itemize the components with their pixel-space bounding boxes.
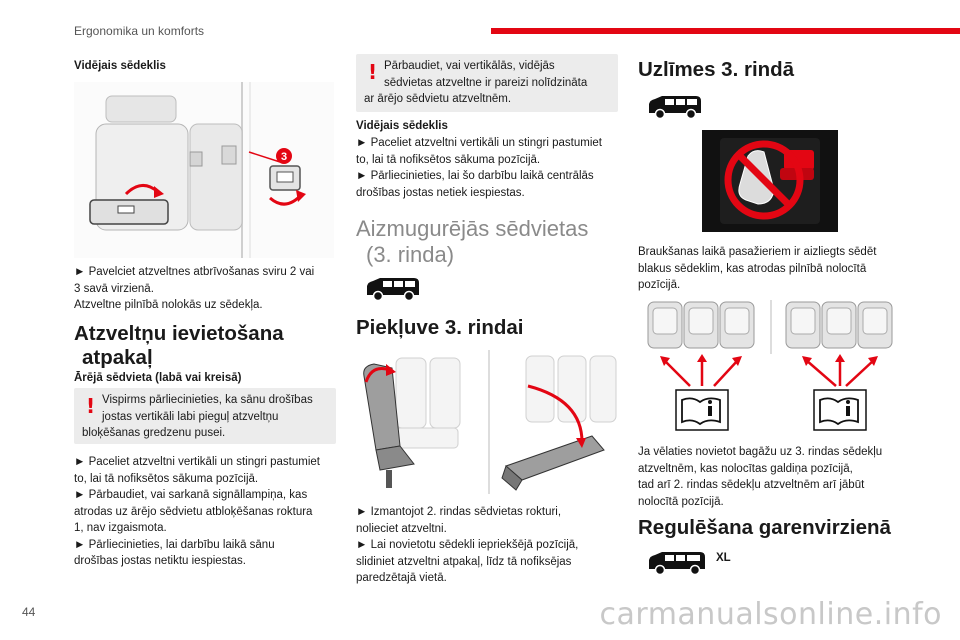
prohibition-label-image (702, 130, 838, 232)
running-header: Ergonomika un komforts (74, 24, 205, 38)
text-seat-prohibition: Braukšanas laikā pasažieriem ir aizliegt… (638, 246, 877, 291)
instructions-middle-seat: ► Paceliet atzveltni vertikāli un stingr… (356, 137, 602, 199)
warning-box-alignment: ! Pārbaudiet, vai vertikālās, vidējās sē… (356, 54, 618, 112)
van-icon (364, 276, 422, 302)
subheading-outer-seat: Ārējā sēdvieta (labā vai kreisā) (74, 372, 242, 384)
callout-number: 3 (281, 151, 287, 163)
manual-book-icon (813, 389, 867, 431)
warning-exclamation-icon: ! (86, 394, 96, 418)
warning-box-seatbelt: ! Vispirms pārliecinieties, ka sānu droš… (74, 388, 336, 444)
heading-third-row-access: Piekļuve 3. rindai (356, 316, 524, 339)
text-luggage-instructions: Ja vēlaties novietot bagāžu uz 3. rindas… (638, 446, 883, 508)
subheading-middle-seat-2: Vidējais sēdeklis (356, 120, 448, 132)
watermark: carmanualsonline.info (599, 597, 942, 632)
instructions-third-row: ► Izmantojot 2. rindas sēdvietas rokturi… (356, 506, 579, 584)
header-red-bar (491, 28, 960, 34)
manual-book-icon (675, 389, 729, 431)
heading-labels-third-row: Uzlīmes 3. rindā (638, 58, 795, 81)
subheading-middle-seat: Vidējais sēdeklis (74, 60, 166, 72)
section-title-rear-seats: Aizmugurējās sēdvietas (3. rinda) (356, 216, 589, 267)
heading-longitudinal-adjustment: Regulēšana garenvirzienā (638, 516, 891, 539)
van-icon-xl (646, 550, 708, 576)
heading-backrest-return: Atzveltņu ievietošana atpakaļ (74, 322, 284, 369)
instructions-outer-seat: ► Paceliet atzveltni vertikāli un stingr… (74, 456, 320, 567)
van-icon (646, 94, 704, 120)
illustration-middle-seat-fold: 3 (74, 82, 334, 258)
page-number: 44 (22, 605, 36, 619)
illustration-third-row-access (356, 346, 622, 498)
xl-label: XL (716, 552, 731, 564)
warning-exclamation-icon: ! (368, 60, 378, 84)
illustration-seat-labels-manual (640, 296, 908, 436)
instructions-fold-backrest: ► Pavelciet atzveltnes atbrīvošanas svir… (74, 266, 315, 311)
